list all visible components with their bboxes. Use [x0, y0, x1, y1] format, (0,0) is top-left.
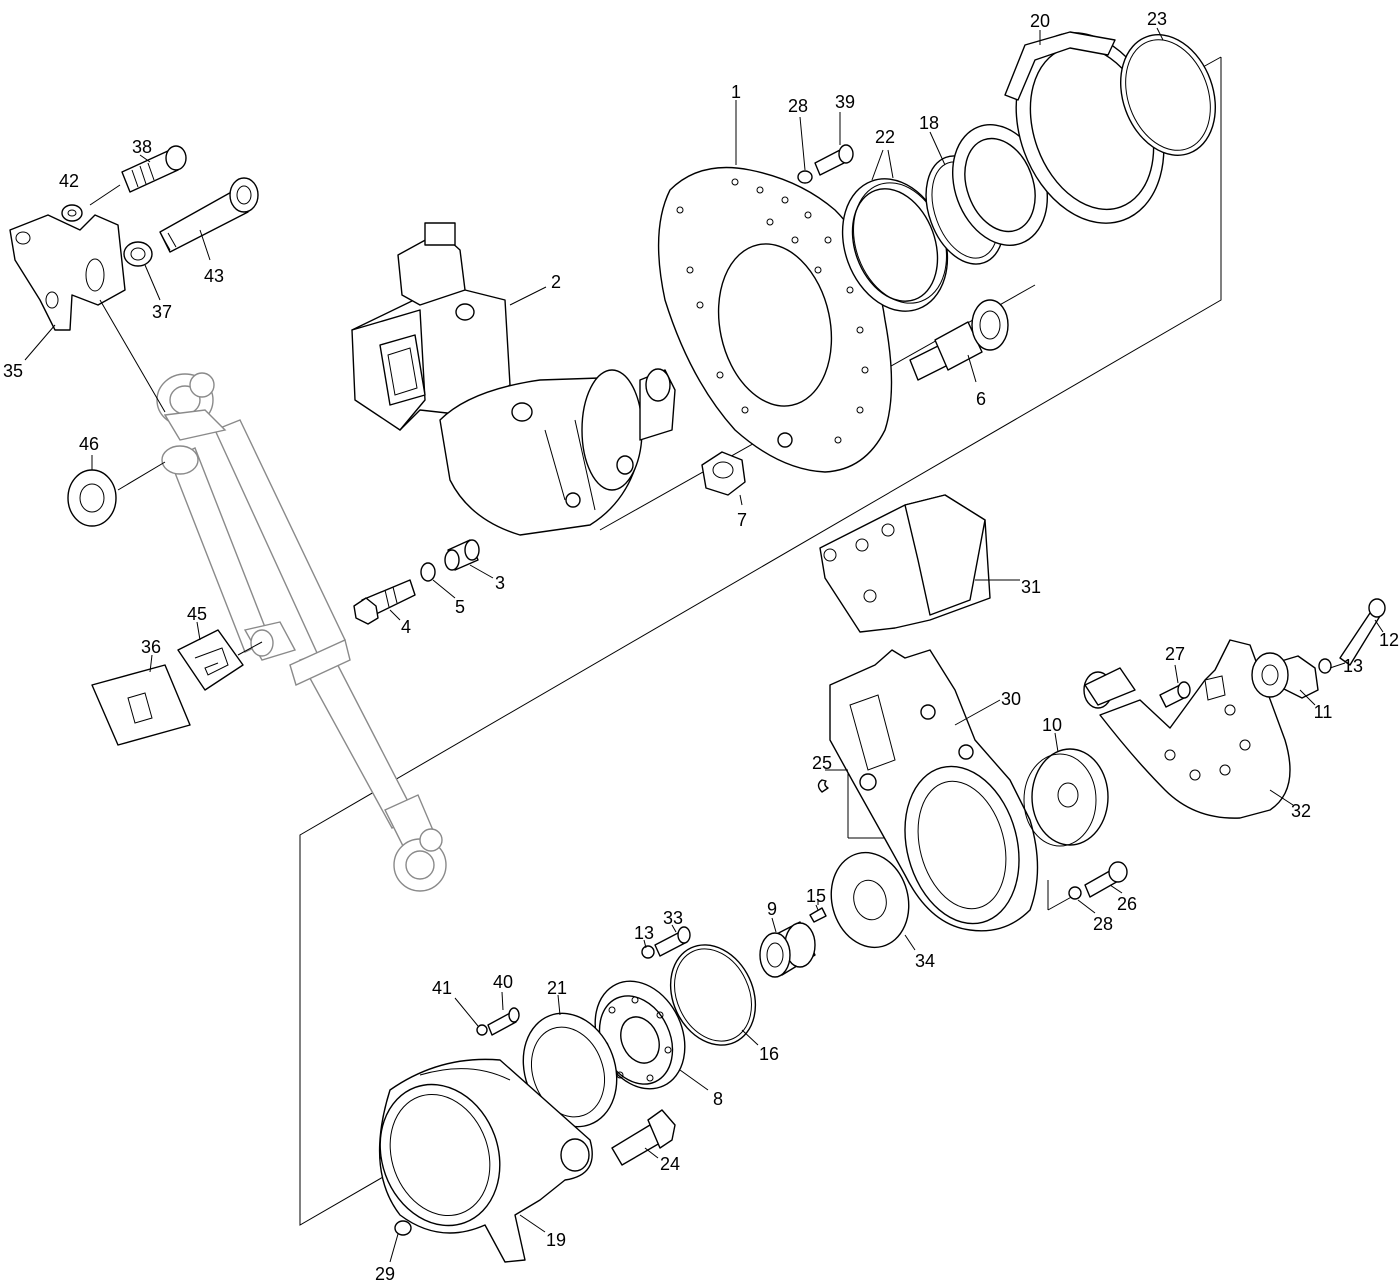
callout-31: 31: [1021, 577, 1041, 597]
screw-39: [814, 112, 854, 176]
screw-29: [389, 1220, 412, 1263]
callout-23: 23: [1147, 9, 1167, 29]
hydraulic-motor-2: [351, 222, 676, 536]
bolt-24: [611, 1109, 676, 1166]
callout-18: 18: [919, 113, 939, 133]
callout-46: 46: [79, 434, 99, 454]
callout-13: 13: [634, 923, 654, 943]
washer-41: [454, 997, 488, 1036]
bearing-carrier-8: [594, 980, 709, 1091]
callout-28: 28: [788, 96, 808, 116]
hub-19: [378, 1058, 593, 1263]
clip-25: [817, 779, 829, 793]
bracket-31: [819, 494, 1020, 633]
bolt-38: [89, 145, 187, 206]
callout-8: 8: [713, 1089, 723, 1109]
callout-11: 11: [1314, 702, 1333, 722]
nut-11: [1251, 652, 1319, 706]
housing-30: [829, 649, 1039, 932]
callout-10: 10: [1042, 715, 1062, 735]
callout-26: 26: [1117, 894, 1137, 914]
callout-6: 6: [976, 389, 986, 409]
callout-34: 34: [915, 951, 935, 971]
bolt-4: [353, 579, 416, 625]
callout-27: 27: [1165, 644, 1185, 664]
callout-37: 37: [152, 302, 172, 322]
hydraulic-cylinder: [156, 372, 447, 892]
callout-19: 19: [546, 1230, 566, 1250]
bushing-3: [444, 539, 494, 579]
ring-23: [1119, 34, 1217, 156]
bolt-12: [1339, 598, 1386, 666]
callout-40: 40: [493, 972, 513, 992]
callout-36: 36: [141, 637, 161, 657]
plate-36: [91, 664, 191, 746]
screw-33: [654, 926, 691, 957]
washer-46: [67, 461, 166, 527]
bearing-9: [759, 917, 816, 978]
callout-35: 35: [3, 361, 23, 381]
callout-43: 43: [204, 266, 224, 286]
callout-28: 28: [1093, 914, 1113, 934]
washer-37: [123, 241, 153, 267]
screw-27: [1159, 664, 1191, 708]
fitting-6: [909, 299, 1009, 383]
screw-40: [487, 991, 520, 1036]
callout-45: 45: [187, 604, 207, 624]
callout-numbers: 1234567891011121313151618192021222324252…: [3, 9, 1399, 1284]
callout-7: 7: [737, 510, 747, 530]
pin-43: [159, 177, 259, 253]
shim-34: [830, 851, 916, 951]
callout-24: 24: [660, 1154, 680, 1174]
washer-42: [61, 204, 83, 222]
leader-lines: [24, 27, 1164, 949]
callout-13: 13: [1343, 656, 1363, 676]
callout-25: 25: [812, 753, 832, 773]
callout-30: 30: [1001, 689, 1021, 709]
callout-42: 42: [59, 171, 79, 191]
mounting-plate-1: [657, 100, 893, 473]
callout-38: 38: [132, 137, 152, 157]
plate-45: [177, 629, 263, 691]
bracket-32: [1083, 639, 1294, 819]
nut-7: [701, 451, 746, 506]
o-ring-16: [669, 944, 759, 1046]
mounting-bracket-35: [9, 214, 166, 413]
bearing-21: [522, 994, 618, 1128]
bearing-housing: [951, 124, 1049, 246]
callout-32: 32: [1291, 801, 1311, 821]
callout-4: 4: [401, 617, 411, 637]
callout-22: 22: [875, 127, 895, 147]
callout-1: 1: [731, 82, 741, 102]
washer-13-bottom: [641, 945, 655, 959]
callout-29: 29: [375, 1264, 395, 1284]
callout-16: 16: [759, 1044, 779, 1064]
callout-3: 3: [495, 573, 505, 593]
callout-15: 15: [806, 886, 826, 906]
callout-20: 20: [1030, 11, 1050, 31]
callout-39: 39: [835, 92, 855, 112]
screw-26: [1084, 861, 1128, 898]
washer-13-top: [1318, 658, 1346, 674]
callout-12: 12: [1379, 630, 1399, 650]
washer-28-bottom: [1068, 886, 1096, 914]
washer-5: [420, 562, 456, 599]
callout-2: 2: [551, 272, 561, 292]
washer-28-top: [797, 116, 813, 184]
callout-5: 5: [455, 597, 465, 617]
callout-33: 33: [663, 908, 683, 928]
pin-15: [809, 900, 827, 923]
disc-10: [1023, 732, 1109, 847]
callout-9: 9: [767, 899, 777, 919]
callout-41: 41: [432, 978, 452, 998]
callout-21: 21: [547, 978, 567, 998]
